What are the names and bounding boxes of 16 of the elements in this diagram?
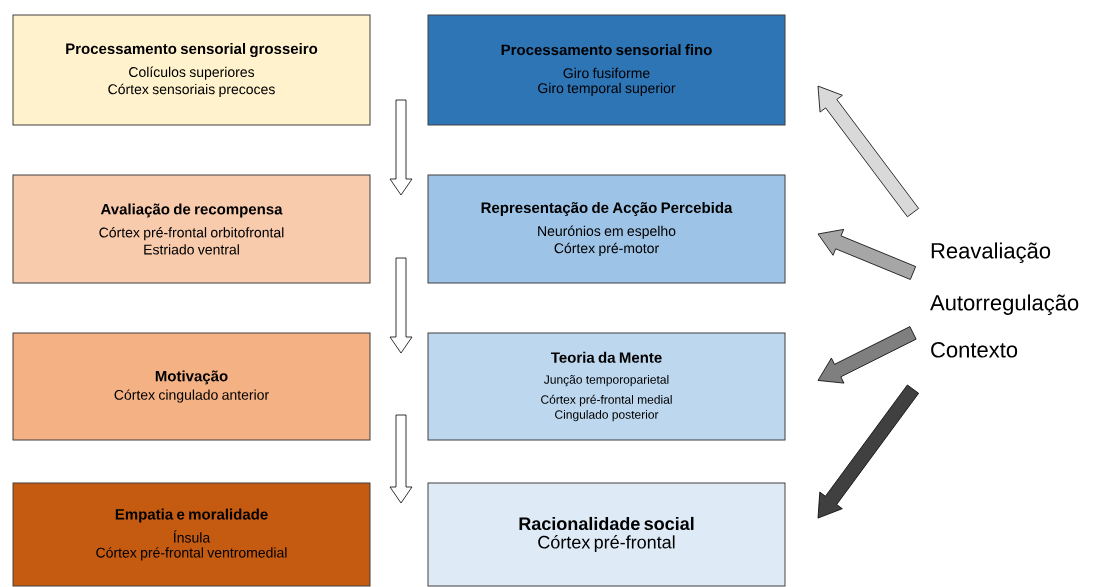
block-arrow (817, 229, 917, 280)
process-box: Avaliação de recompensa Córtex pré-frontal orbitofrontal Estriado ventral (12, 174, 371, 284)
process-box: Processamento sensorial fino Giro fusiforme Giro temporal superior (427, 14, 786, 126)
side-label: Reavaliação Autorregulação Contexto (930, 242, 1079, 358)
process-box: Representação de Acção Percebida Neurónios em espelho Córtex pré-motor (427, 174, 786, 284)
block-arrow (817, 326, 917, 384)
process-box: Empatia e moralidade Ínsula Córtex pré-frontal ventromedial (12, 482, 371, 587)
block-arrow (389, 414, 413, 504)
process-box: Teoria da Mente Junção temporoparietal Córtex pré-frontal medial Cingulado posterior (427, 332, 786, 441)
block-arrow (817, 384, 920, 519)
block-arrow (389, 257, 413, 354)
process-box: Motivação Córtex cingulado anterior (12, 332, 371, 441)
block-arrow (817, 85, 919, 218)
block-arrow (389, 99, 413, 196)
process-box: Racionalidade social Córtex pré-frontal (427, 482, 786, 587)
process-box: Processamento sensorial grosseiro Colículos superiores Córtex sensoriais precoces (12, 14, 371, 126)
